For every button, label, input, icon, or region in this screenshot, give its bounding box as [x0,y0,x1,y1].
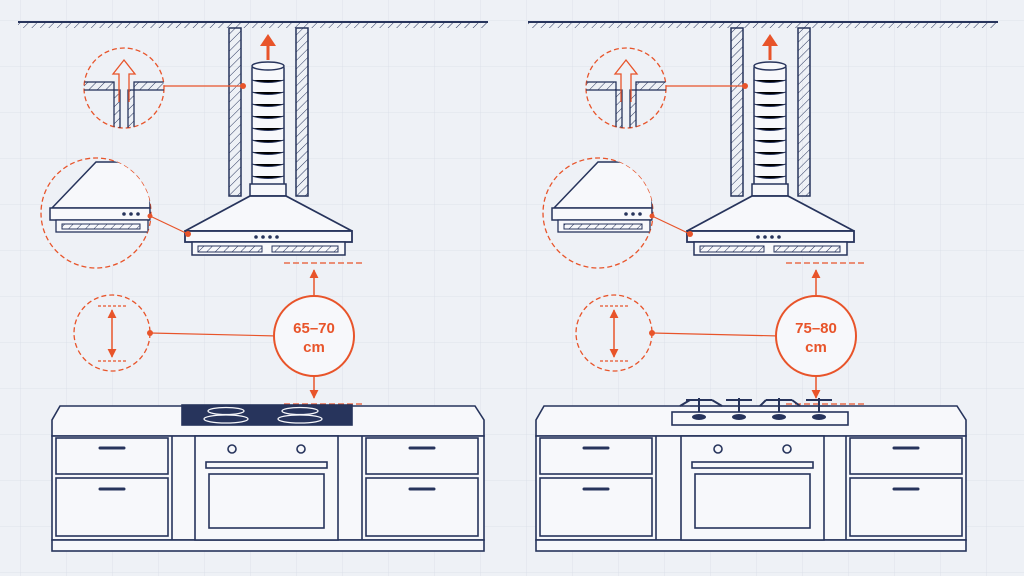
ceiling [18,21,488,28]
range-hood [686,183,855,256]
gas-cooktop [671,398,849,426]
hood-detail-icon [542,157,693,269]
vent-duct-detail-icon [585,47,748,129]
induction-cooktop [203,406,323,424]
oven [680,435,825,541]
duct-shaft [730,27,811,197]
flex-duct [251,61,285,193]
oven [194,435,339,541]
distance-unit-right: cm [805,339,827,356]
distance-unit-left: cm [303,339,325,356]
panel-left: 65–70 cm [18,21,488,552]
height-arrow-icon [575,294,781,372]
hood-control-buttons [756,235,781,239]
duct-shaft [228,27,309,197]
panel-right: 75–80 cm [528,21,998,552]
height-arrow-icon [73,294,279,372]
vent-duct-detail-icon [83,47,246,129]
distance-value-right: 75–80 [795,320,837,337]
kitchen-cabinet [51,404,485,552]
flex-duct [753,61,787,193]
ceiling [528,21,998,28]
airflow-up-arrow-icon [762,34,778,60]
hood-control-buttons [254,235,279,239]
distance-measurement: 65–70 cm [273,262,365,405]
airflow-up-arrow-icon [260,34,276,60]
hood-detail-icon [40,157,191,269]
distance-measurement: 75–80 cm [775,262,867,405]
distance-value-left: 65–70 [293,320,335,337]
range-hood [184,183,353,256]
kitchen-cabinet [535,398,967,552]
